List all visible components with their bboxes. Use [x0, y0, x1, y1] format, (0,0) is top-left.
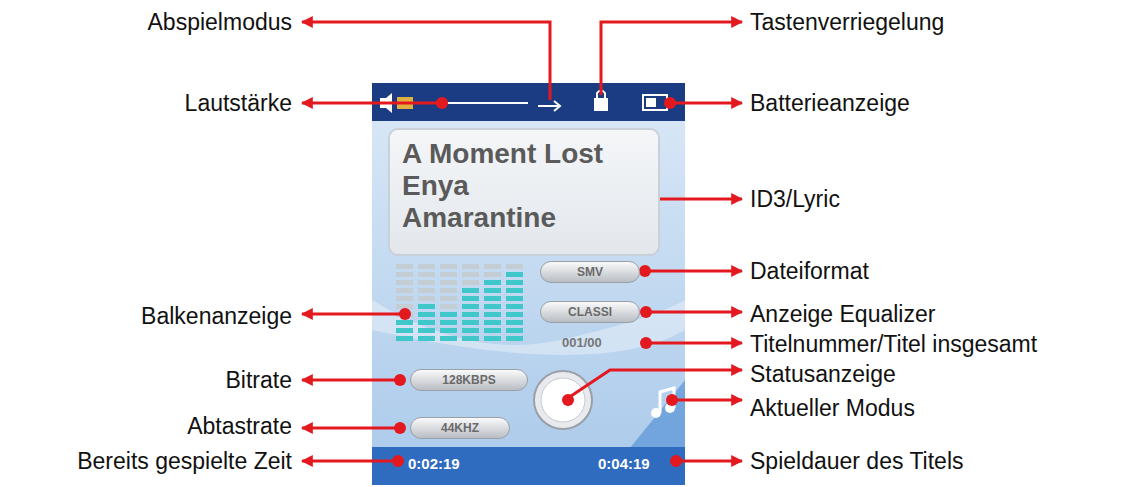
track-length: 0:04:19: [598, 455, 650, 473]
samplerate-pill: 44KHZ: [410, 417, 510, 439]
play-mode-icon: [538, 101, 560, 111]
callout-label: Titelnummer/Titel insgesamt: [750, 330, 1037, 358]
callout-label: Tastenverriegelung: [750, 8, 944, 36]
id3-text: A Moment Lost: [402, 138, 646, 170]
callout-label: Bereits gespielte Zeit: [77, 447, 292, 475]
callout-label: Bitrate: [226, 366, 292, 394]
track-counter: 001/00: [562, 335, 602, 351]
pill-text: 128KBPS: [442, 373, 495, 387]
callout-label: Statusanzeige: [750, 360, 896, 388]
id3-card: A Moment LostEnyaAmarantine: [388, 128, 660, 256]
equalizer-pill: CLASSI: [540, 301, 640, 323]
bitrate-pill: 128KBPS: [410, 369, 528, 391]
callout-label: Abspielmodus: [148, 8, 292, 36]
callout-label: Abtastrate: [187, 412, 292, 440]
pill-text: CLASSI: [568, 305, 612, 319]
leader-lines: [302, 22, 742, 461]
callout-label: Dateiformat: [750, 257, 869, 285]
elapsed-time: 0:02:19: [408, 455, 460, 473]
format-pill: SMV: [540, 261, 640, 283]
screen-wave: [372, 300, 685, 355]
id3-text: Amarantine: [402, 202, 646, 234]
callout-label: Lautstärke: [185, 89, 292, 117]
screen-background: [372, 83, 685, 485]
callout-label: Batterieanzeige: [750, 89, 910, 117]
status-button: [534, 371, 592, 429]
callout-label: Spieldauer des Titels: [750, 447, 964, 475]
callout-label: Anzeige Equalizer: [750, 300, 935, 328]
pill-text: 44KHZ: [441, 421, 479, 435]
bottom-bar: [372, 447, 685, 485]
id3-text: Enya: [402, 170, 646, 202]
callout-label: Balkenanzeige: [141, 302, 292, 330]
callout-label: Aktueller Modus: [750, 394, 915, 422]
callout-label: ID3/Lyric: [750, 185, 840, 213]
bar-graph: [396, 264, 523, 341]
pill-text: SMV: [577, 265, 603, 279]
